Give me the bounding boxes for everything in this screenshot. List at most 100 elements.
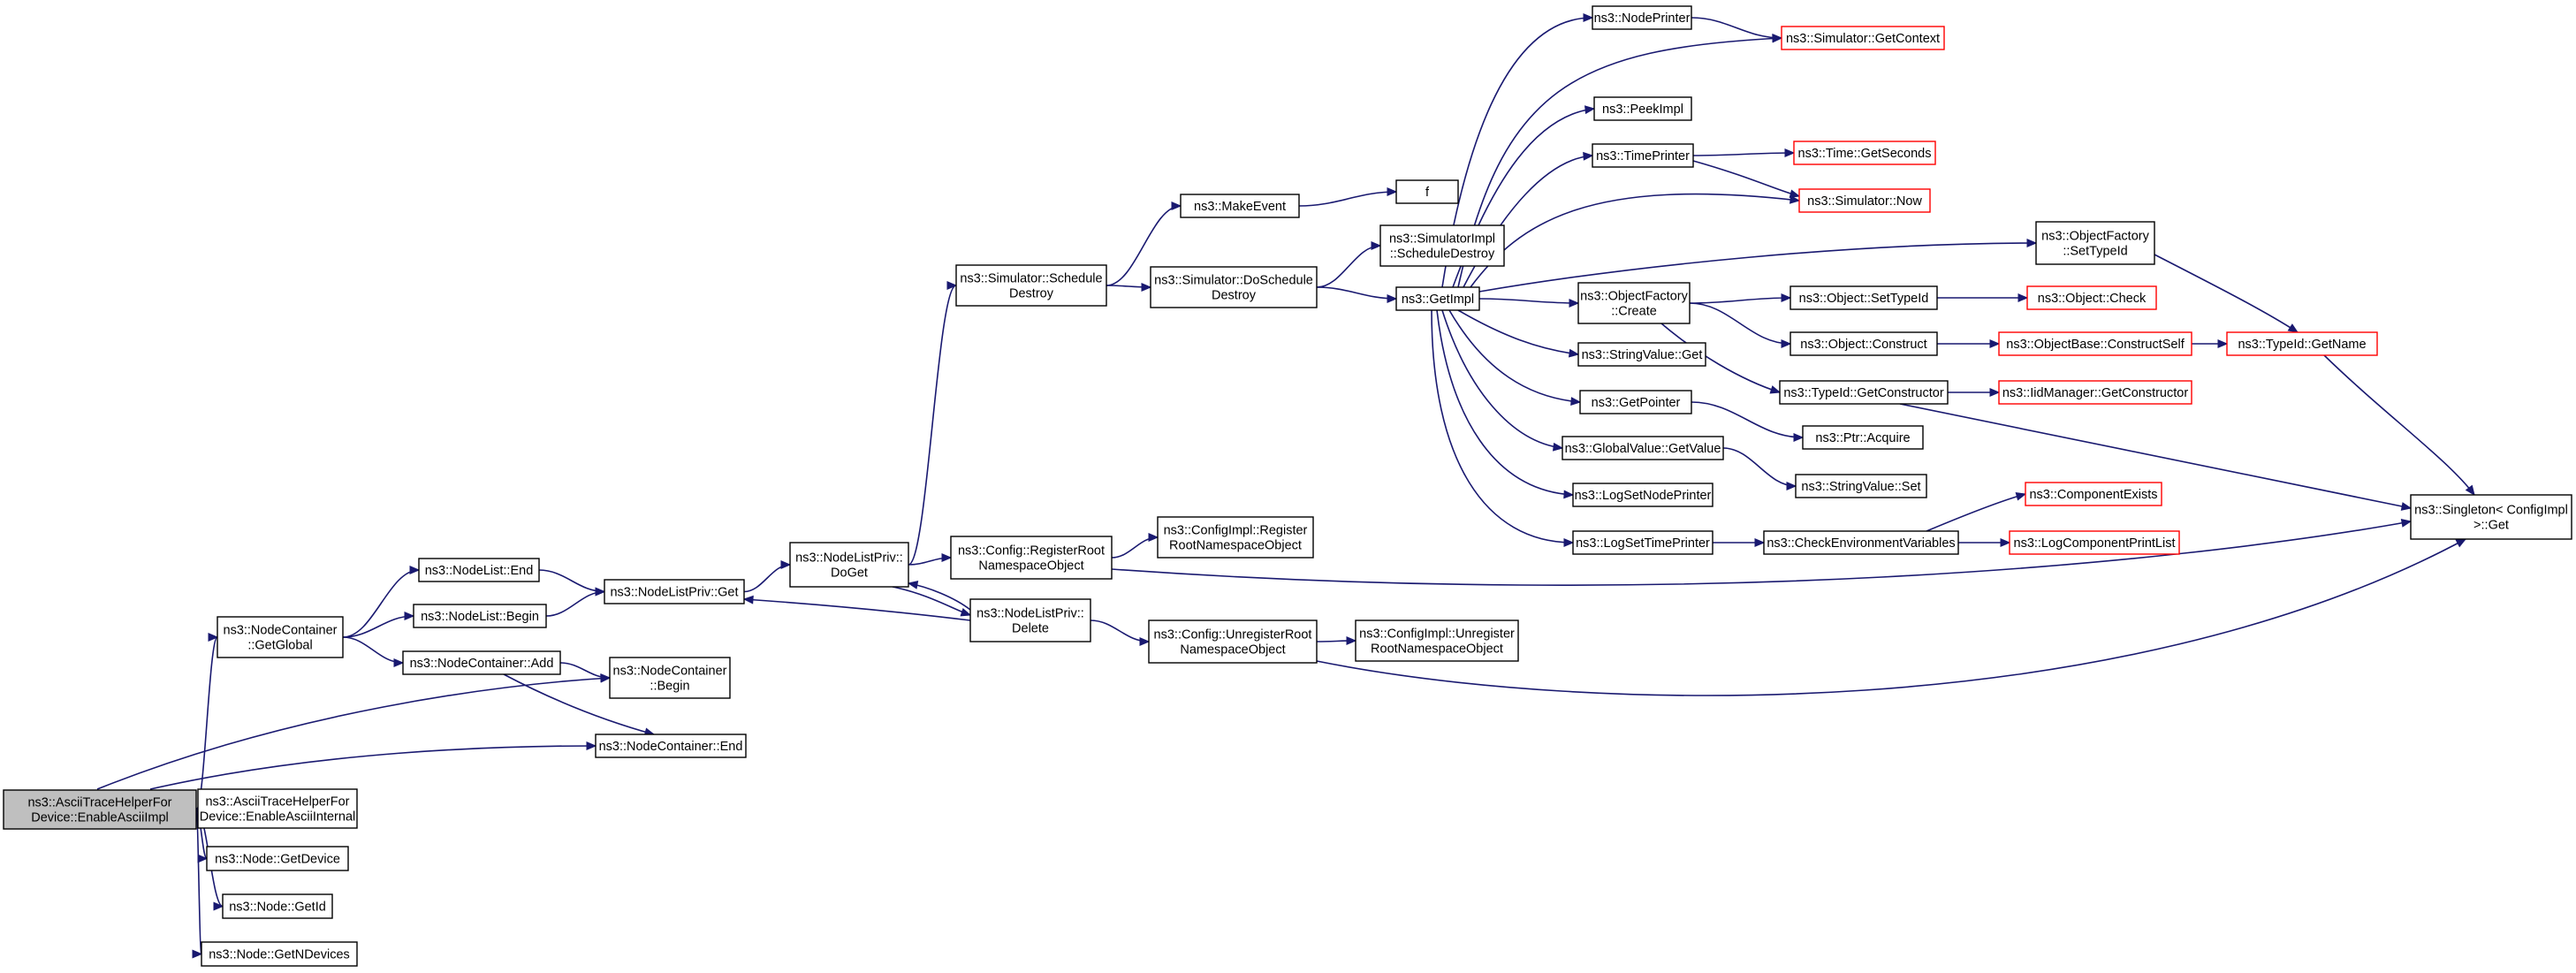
node-label-line: DoGet bbox=[831, 566, 868, 581]
node-nodelist_begin[interactable]: ns3::NodeList::Begin bbox=[413, 604, 547, 628]
node-getpointer[interactable]: ns3::GetPointer bbox=[1579, 390, 1692, 414]
edge-nlp_doget-to-config_registerroot bbox=[908, 553, 953, 566]
node-nc_getglobal[interactable]: ns3::NodeContainer::GetGlobal bbox=[217, 616, 344, 658]
node-nc_begin[interactable]: ns3::NodeContainer::Begin bbox=[609, 657, 731, 699]
node-box bbox=[201, 941, 358, 967]
edge-line bbox=[1691, 17, 1782, 39]
node-nlp_delete[interactable]: ns3::NodeListPriv::Delete bbox=[969, 598, 1091, 642]
edge-line bbox=[1106, 205, 1182, 286]
node-label-line: ns3::NodePrinter bbox=[1594, 11, 1691, 26]
node-label-line: ns3::Object::Construct bbox=[1800, 338, 1926, 352]
node-label-line: ns3::Ptr::Acquire bbox=[1815, 431, 1910, 445]
node-typeid_getname[interactable]: ns3::TypeId::GetName bbox=[2226, 331, 2378, 356]
node-box bbox=[1781, 26, 1945, 50]
node-obj_check[interactable]: ns3::Object::Check bbox=[2026, 285, 2157, 310]
node-label-line: >::Get bbox=[2473, 519, 2509, 533]
arrowhead-icon bbox=[1141, 283, 1152, 292]
node-box bbox=[1150, 266, 1318, 308]
node-box bbox=[2025, 482, 2162, 506]
node-nlp_doget[interactable]: ns3::NodeListPriv::DoGet bbox=[789, 542, 909, 588]
node-root[interactable]: ns3::AsciiTraceHelperForDevice::EnableAs… bbox=[3, 789, 197, 830]
arrowhead-icon bbox=[946, 281, 958, 290]
node-label-line: ns3::GetPointer bbox=[1592, 396, 1681, 410]
node-sim_now[interactable]: ns3::Simulator::Now bbox=[1798, 188, 1931, 213]
edge-line bbox=[2154, 254, 2299, 333]
node-label-line: RootNamespaceObject bbox=[1371, 642, 1503, 657]
edge-line bbox=[342, 569, 420, 638]
node-label-line: ns3::NodeListPriv:: bbox=[795, 551, 903, 566]
node-node_getid[interactable]: ns3::Node::GetId bbox=[222, 893, 333, 919]
node-label-line: RootNamespaceObject bbox=[1169, 539, 1302, 553]
node-node_getndevices[interactable]: ns3::Node::GetNDevices bbox=[201, 941, 358, 967]
node-configimpl_register[interactable]: ns3::ConfigImpl::RegisterRootNamespaceOb… bbox=[1157, 516, 1314, 559]
node-box bbox=[1572, 483, 1714, 507]
node-label-line: Device::EnableAsciiInternal bbox=[200, 810, 356, 825]
node-label-line: ::Begin bbox=[650, 680, 689, 694]
node-box bbox=[1795, 474, 1927, 498]
node-label-line: Device::EnableAsciiImpl bbox=[31, 811, 169, 825]
node-nodelist_end[interactable]: ns3::NodeList::End bbox=[418, 558, 540, 582]
arrowhead-icon bbox=[2000, 538, 2011, 547]
node-nc_add[interactable]: ns3::NodeContainer::Add bbox=[402, 650, 561, 675]
node-globalvalue_getvalue[interactable]: ns3::GlobalValue::GetValue bbox=[1562, 436, 1724, 460]
node-f[interactable]: f bbox=[1395, 179, 1459, 204]
node-obj_settypeid[interactable]: ns3::Object::SetTypeId bbox=[1790, 285, 1938, 310]
node-objbase_constructself[interactable]: ns3::ObjectBase::ConstructSelf bbox=[1998, 331, 2192, 356]
edge-config_registerroot-to-singleton_get bbox=[1111, 518, 2413, 586]
arrowhead-icon bbox=[393, 658, 405, 667]
node-logsetnodeprinter[interactable]: ns3::LogSetNodePrinter bbox=[1572, 483, 1714, 507]
node-config_unregisterroot[interactable]: ns3::Config::UnregisterRootNamespaceObje… bbox=[1148, 620, 1318, 664]
node-nc_end[interactable]: ns3::NodeContainer::End bbox=[595, 734, 747, 758]
node-ath_enableinternal[interactable]: ns3::AsciiTraceHelperForDevice::EnableAs… bbox=[197, 788, 358, 829]
node-timeprinter[interactable]: ns3::TimePrinter bbox=[1592, 143, 1694, 168]
node-configimpl_unregister[interactable]: ns3::ConfigImpl::UnregisterRootNamespace… bbox=[1355, 620, 1519, 662]
node-simimpl_scheduledestroy[interactable]: ns3::SimulatorImpl::ScheduleDestroy bbox=[1379, 224, 1505, 267]
node-iidmanager_getconstructor[interactable]: ns3::IidManager::GetConstructor bbox=[1998, 380, 2192, 405]
node-box bbox=[3, 789, 197, 830]
node-of_settypeid[interactable]: ns3::ObjectFactory::SetTypeId bbox=[2035, 221, 2155, 265]
node-checkenvvars[interactable]: ns3::CheckEnvironmentVariables bbox=[1763, 530, 1959, 555]
node-singleton_get[interactable]: ns3::Singleton< ConfigImpl >::Get bbox=[2410, 494, 2572, 540]
arrowhead-icon bbox=[2026, 239, 2038, 247]
node-getimpl[interactable]: ns3::GetImpl bbox=[1395, 286, 1480, 311]
arrowhead-icon bbox=[1786, 482, 1797, 490]
node-sim_getcontext[interactable]: ns3::Simulator::GetContext bbox=[1781, 26, 1945, 50]
node-box bbox=[1379, 224, 1505, 267]
arrowhead-icon bbox=[780, 560, 792, 569]
node-stringvalue_get[interactable]: ns3::StringValue::Get bbox=[1577, 342, 1706, 367]
node-label-line: ns3::GetImpl bbox=[1402, 293, 1474, 307]
node-componentexists[interactable]: ns3::ComponentExists bbox=[2025, 482, 2162, 506]
edge-nlp_delete-to-config_unregisterroot bbox=[1090, 620, 1151, 646]
node-typeid_getconstructor[interactable]: ns3::TypeId::GetConstructor bbox=[1779, 380, 1949, 405]
edge-line bbox=[1316, 538, 2466, 696]
edge-getimpl-to-of_create bbox=[1478, 298, 1580, 308]
node-time_getseconds[interactable]: ns3::Time::GetSeconds bbox=[1793, 141, 1936, 165]
node-box bbox=[1798, 188, 1931, 213]
arrowhead-icon bbox=[2017, 293, 2029, 302]
node-ptr_acquire[interactable]: ns3::Ptr::Acquire bbox=[1802, 425, 1924, 450]
node-logsettimeprinter[interactable]: ns3::LogSetTimePrinter bbox=[1572, 530, 1714, 555]
arrowhead-icon bbox=[192, 949, 203, 959]
edge-obj_construct-to-objbase_constructself bbox=[1937, 339, 2001, 348]
node-box bbox=[1802, 425, 1924, 450]
node-box bbox=[609, 657, 731, 699]
node-node_getdevice[interactable]: ns3::Node::GetDevice bbox=[206, 846, 349, 871]
node-sim_scheduledestroy[interactable]: ns3::Simulator::ScheduleDestroy bbox=[955, 264, 1107, 307]
edge-line bbox=[1722, 447, 1797, 487]
node-logcomponentprintlist[interactable]: ns3::LogComponentPrintList bbox=[2009, 530, 2180, 555]
node-of_create[interactable]: ns3::ObjectFactory::Create bbox=[1577, 282, 1691, 324]
edge-config_unregisterroot-to-singleton_get bbox=[1316, 538, 2467, 696]
arrowhead-icon bbox=[2015, 491, 2027, 501]
node-obj_construct[interactable]: ns3::Object::Construct bbox=[1790, 331, 1938, 356]
node-peekimpl[interactable]: ns3::PeekImpl bbox=[1593, 96, 1692, 121]
edge-line bbox=[1478, 298, 1579, 304]
node-nlp_get[interactable]: ns3::NodeListPriv::Get bbox=[604, 579, 745, 604]
node-makeevent[interactable]: ns3::MakeEvent bbox=[1180, 194, 1300, 218]
node-box bbox=[1579, 390, 1692, 414]
node-label-line: ns3::Node::GetId bbox=[229, 901, 326, 915]
node-box bbox=[418, 558, 540, 582]
node-stringvalue_set[interactable]: ns3::StringValue::Set bbox=[1795, 474, 1927, 498]
node-nodeprinter[interactable]: ns3::NodePrinter bbox=[1592, 5, 1692, 30]
